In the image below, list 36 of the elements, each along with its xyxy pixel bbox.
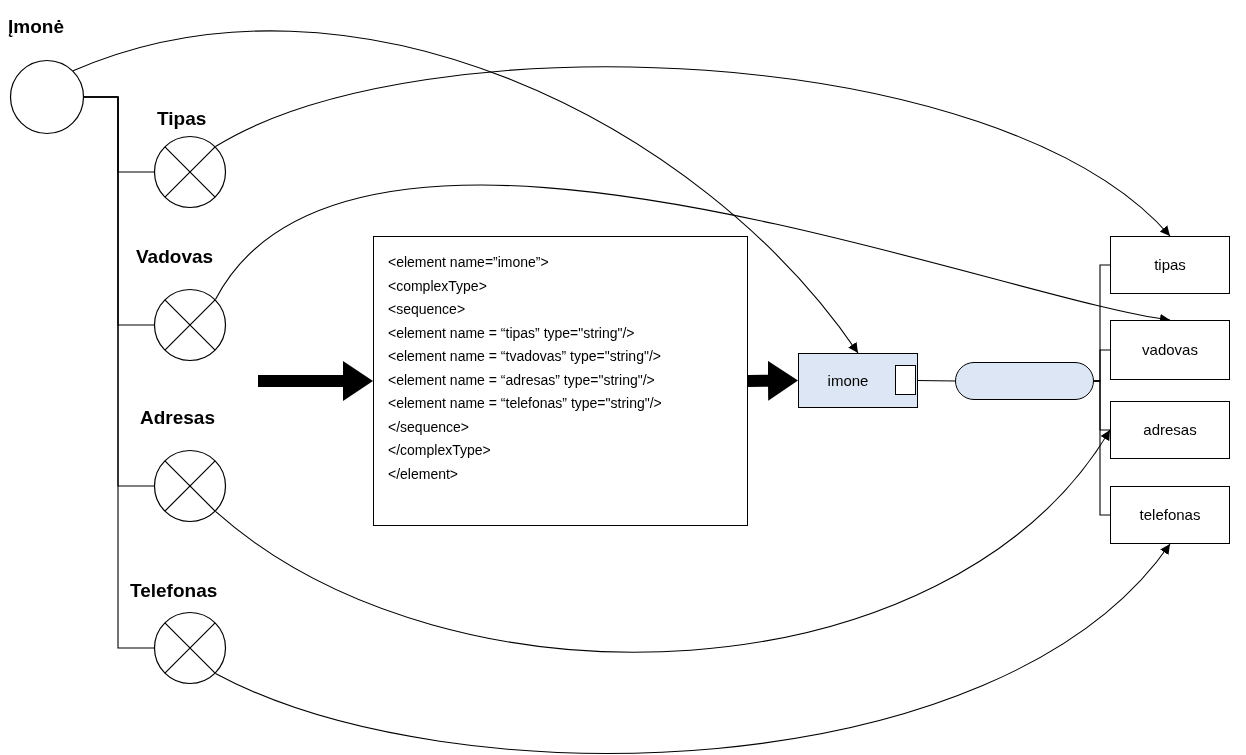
arrow <box>214 543 1171 754</box>
arrow <box>72 30 859 354</box>
node-label: Adresas <box>140 407 215 429</box>
code-line: <element name = “tipas” type="string"/> <box>388 323 636 343</box>
box-label: adresas <box>1142 421 1198 439</box>
connector-line <box>83 96 155 649</box>
arrow <box>214 429 1111 653</box>
code-line: <element name = “tvadovas” type="string"/> <box>388 347 662 366</box>
process-box <box>1110 236 1230 294</box>
code-box <box>373 236 748 526</box>
process-box <box>1110 486 1230 544</box>
code-line: <sequence> <box>388 300 467 319</box>
connector-line <box>1093 380 1111 516</box>
code-line: <element name = “adresas” type="string"/> <box>388 370 656 390</box>
box-label: imone <box>826 371 870 390</box>
port-square <box>895 365 916 395</box>
node-label: Vadovas <box>136 246 214 268</box>
code-line: <element name=”imone”> <box>388 253 550 272</box>
code-line: </element> <box>388 464 460 484</box>
code-line: <element name = “telefonas” type="string"/> <box>388 394 663 413</box>
node-label: Tipas <box>157 108 207 130</box>
process-box <box>798 353 918 408</box>
block-arrow <box>747 360 798 401</box>
node-label: Telefonas <box>130 580 218 602</box>
box-label: tipas <box>1153 256 1187 274</box>
code-line: </complexType> <box>388 441 492 460</box>
box-label: vadovas <box>1141 341 1199 359</box>
code-line: <complexType> <box>388 276 488 296</box>
process-box <box>1110 320 1230 380</box>
node-label: Įmonė <box>8 16 64 38</box>
box-label: telefonas <box>1138 506 1202 524</box>
code-line: </sequence> <box>388 417 470 437</box>
process-box <box>1110 401 1230 459</box>
rounded-pill <box>955 362 1094 400</box>
arrow <box>214 66 1171 237</box>
block-arrow <box>258 361 373 401</box>
